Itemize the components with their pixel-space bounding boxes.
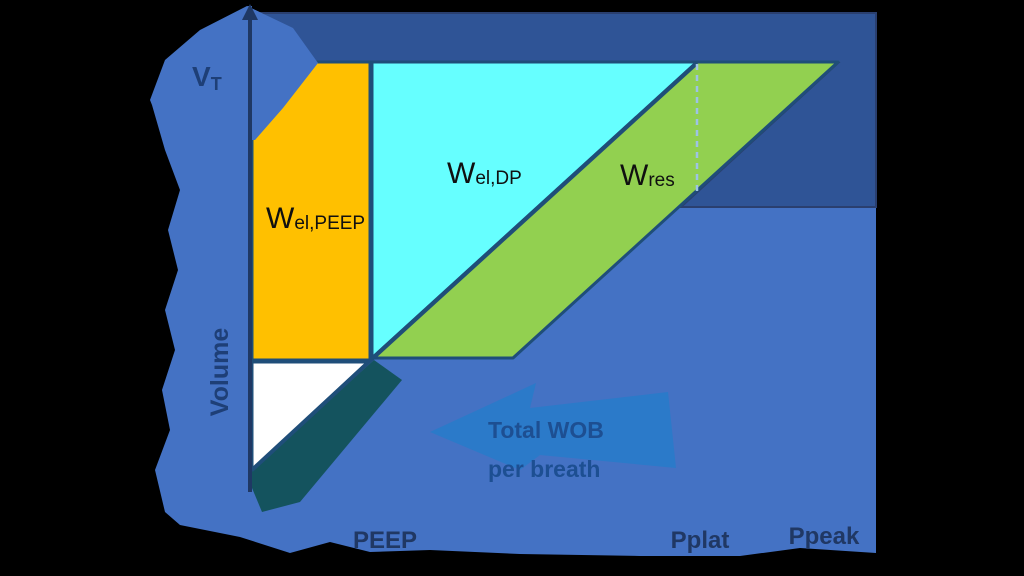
x-tick-ppeak: Ppeak bbox=[789, 523, 860, 550]
volume-axis-arrowhead bbox=[242, 4, 258, 20]
annotation-arrow bbox=[430, 383, 676, 470]
shadow-band bbox=[252, 360, 402, 512]
y-axis-rotated-label: Volume bbox=[206, 328, 234, 417]
background-blob-overlap bbox=[247, 6, 318, 140]
x-tick-pplat: Pplat bbox=[671, 527, 730, 554]
x-tick-peep: PEEP bbox=[353, 527, 417, 554]
compliance-line bbox=[250, 61, 699, 472]
area-wel-dp-label: Wel,DP bbox=[447, 157, 522, 190]
annotation-line-2: per breath bbox=[488, 456, 600, 482]
annotation-line-1: Total WOB bbox=[488, 417, 604, 443]
y-axis-top-label: VT bbox=[192, 61, 222, 94]
area-wres-label: Wres bbox=[620, 159, 675, 192]
area-wel-peep-label: Wel,PEEP bbox=[266, 202, 365, 235]
